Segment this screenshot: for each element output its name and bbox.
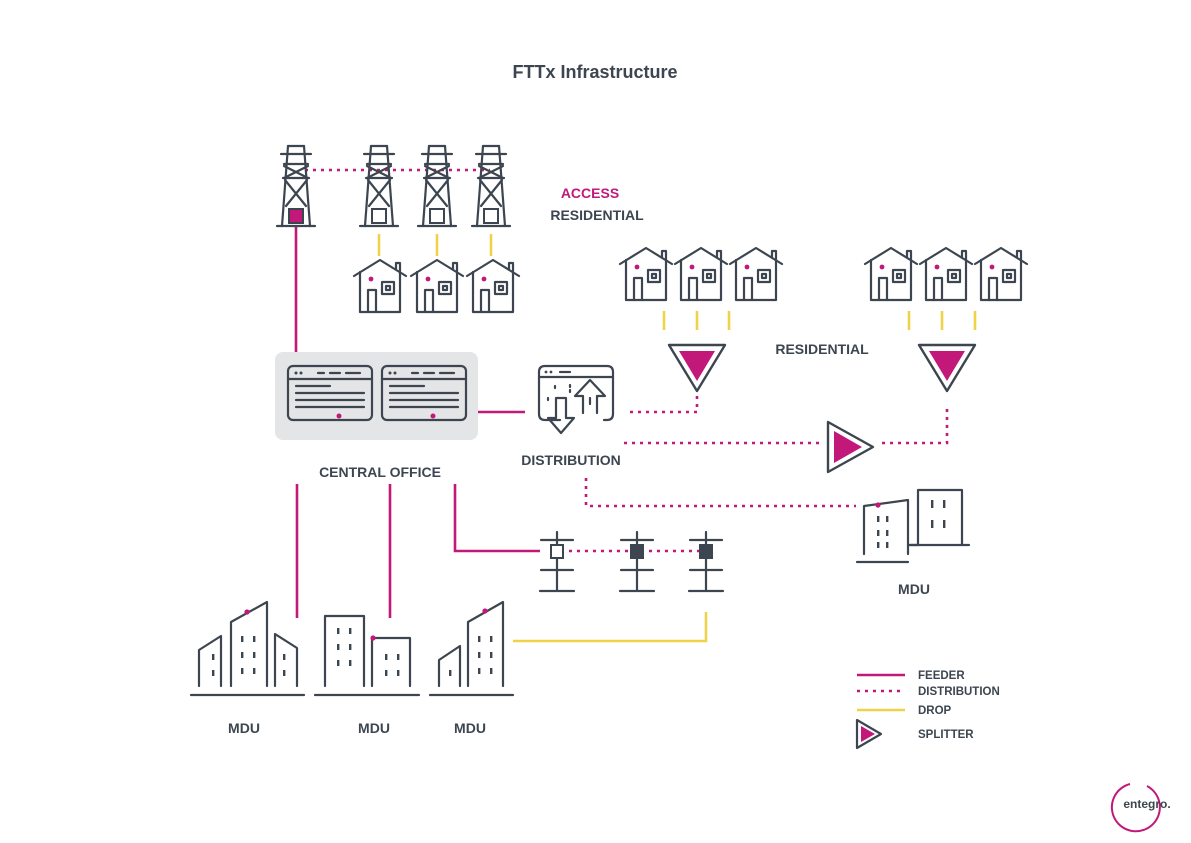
distribution-line-splitter-2 bbox=[882, 406, 949, 445]
power-tower-icon bbox=[416, 144, 458, 228]
house-group-access bbox=[352, 258, 521, 314]
tower-group bbox=[275, 144, 512, 228]
residential-access-label: RESIDENTIAL bbox=[550, 207, 644, 223]
house-icon bbox=[409, 258, 465, 314]
house-icon bbox=[918, 246, 974, 302]
legend-label: DISTRIBUTION bbox=[918, 686, 1000, 698]
drop-line-mdu-3 bbox=[513, 612, 708, 643]
distribution-line-splitter-1 bbox=[630, 392, 699, 414]
house-icon bbox=[973, 246, 1029, 302]
legend-label: SPLITTER bbox=[918, 729, 974, 741]
building-icon-mdu-3 bbox=[428, 600, 515, 697]
legend-label: FEEDER bbox=[918, 670, 965, 682]
splitter-icon bbox=[917, 343, 977, 393]
legend-item-distribution: DISTRIBUTION bbox=[857, 686, 1000, 698]
mdu-3-label: MDU bbox=[454, 720, 486, 736]
utility-pole-icon bbox=[538, 530, 576, 593]
mdu-1-label: MDU bbox=[228, 720, 260, 736]
power-tower-icon bbox=[470, 144, 512, 228]
entegro-logo: entegro. bbox=[1110, 783, 1171, 833]
diagram-title: FTTx Infrastructure bbox=[512, 62, 677, 82]
access-label: ACCESS bbox=[561, 185, 619, 201]
house-group-right bbox=[863, 246, 1029, 302]
building-icon-mdu-2 bbox=[313, 614, 421, 697]
mdu-right-label: MDU bbox=[898, 581, 930, 597]
splitter-icon bbox=[855, 718, 883, 750]
legend-item-feeder: FEEDER bbox=[857, 670, 965, 682]
legend-item-drop: DROP bbox=[857, 705, 952, 717]
utility-pole-icon bbox=[618, 530, 656, 593]
house-icon bbox=[728, 246, 784, 302]
house-icon bbox=[618, 246, 674, 302]
house-group-mid bbox=[618, 246, 784, 302]
logo-text: entegro. bbox=[1123, 797, 1170, 811]
server-rack-icon bbox=[286, 364, 374, 422]
utility-pole-icon bbox=[687, 530, 725, 593]
house-icon bbox=[465, 258, 521, 314]
legend-label: DROP bbox=[918, 705, 952, 717]
splitter-icon bbox=[826, 420, 875, 474]
distribution-label: DISTRIBUTION bbox=[521, 452, 621, 468]
building-icon-mdu-1 bbox=[189, 600, 306, 697]
mdu-2-label: MDU bbox=[358, 720, 390, 736]
power-tower-icon bbox=[275, 144, 317, 228]
house-icon bbox=[863, 246, 919, 302]
residential-mid-label: RESIDENTIAL bbox=[775, 341, 869, 357]
power-tower-icon bbox=[358, 144, 400, 228]
central-office-label: CENTRAL OFFICE bbox=[319, 464, 441, 480]
house-icon bbox=[673, 246, 729, 302]
distribution-line-mdu-right bbox=[584, 478, 856, 508]
feeder-line-poles bbox=[453, 484, 540, 553]
legend-item-splitter: SPLITTER bbox=[855, 718, 974, 750]
connection-lines bbox=[294, 168, 977, 643]
legend: FEEDER DISTRIBUTION DROP SPLITTER bbox=[855, 670, 1000, 750]
server-rack-icon bbox=[380, 364, 468, 422]
building-icon-mdu-right bbox=[855, 488, 971, 564]
central-office bbox=[275, 352, 478, 440]
distribution-hub-icon bbox=[537, 364, 615, 435]
house-icon bbox=[352, 258, 408, 314]
splitter-icon bbox=[667, 343, 727, 393]
